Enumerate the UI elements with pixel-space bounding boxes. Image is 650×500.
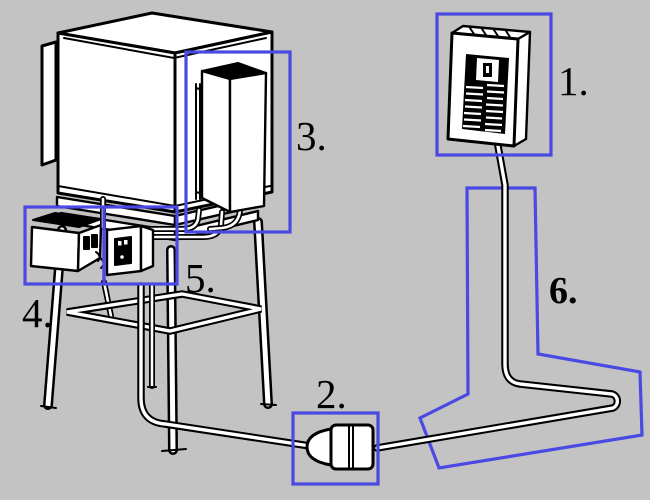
highlight-box-2 [291, 411, 380, 486]
power-cord-kiln [137, 282, 314, 450]
kiln-front-left-face [56, 31, 177, 214]
interbox-conduits [128, 205, 243, 240]
control-box-standoff [195, 83, 204, 200]
label-6: 6. [549, 270, 578, 312]
main-breaker-slot [486, 66, 489, 73]
breaker-rows [462, 83, 505, 133]
label-3: 3. [296, 113, 327, 159]
stand-foot [161, 448, 187, 452]
panel-top-hatch [469, 27, 511, 38]
label-5: 5. [185, 255, 216, 301]
switch-plate [114, 236, 132, 266]
plug-cap [305, 427, 333, 467]
highlight-box-5 [102, 205, 179, 286]
contactor-box-front [29, 225, 81, 273]
highlight-box-3 [184, 50, 292, 234]
control-box-front [228, 71, 268, 214]
label-4: 4. [22, 290, 53, 336]
stand-foot [260, 403, 277, 406]
highlight-outline-6 [417, 186, 644, 470]
control-box [195, 62, 268, 214]
terminal [91, 234, 98, 248]
label-1: 1. [558, 58, 589, 104]
stand-cross-brace [66, 290, 262, 335]
kiln-side-panel [40, 40, 58, 167]
power-plug [305, 423, 375, 471]
control-box-side [200, 69, 232, 214]
terminal [83, 236, 90, 250]
highlight-box-1 [435, 12, 553, 157]
label-2: 2. [316, 371, 347, 417]
power-cable-run [373, 142, 622, 452]
kiln-lid-rim [63, 37, 267, 60]
switch-slot [118, 241, 122, 246]
contactor-box [29, 212, 105, 273]
plug-seam [348, 425, 354, 469]
breaker-panel [446, 24, 532, 148]
switch-slot [124, 240, 128, 245]
switch-box-side [139, 224, 155, 273]
stand-foot [40, 405, 57, 409]
switch-dot [120, 255, 124, 259]
